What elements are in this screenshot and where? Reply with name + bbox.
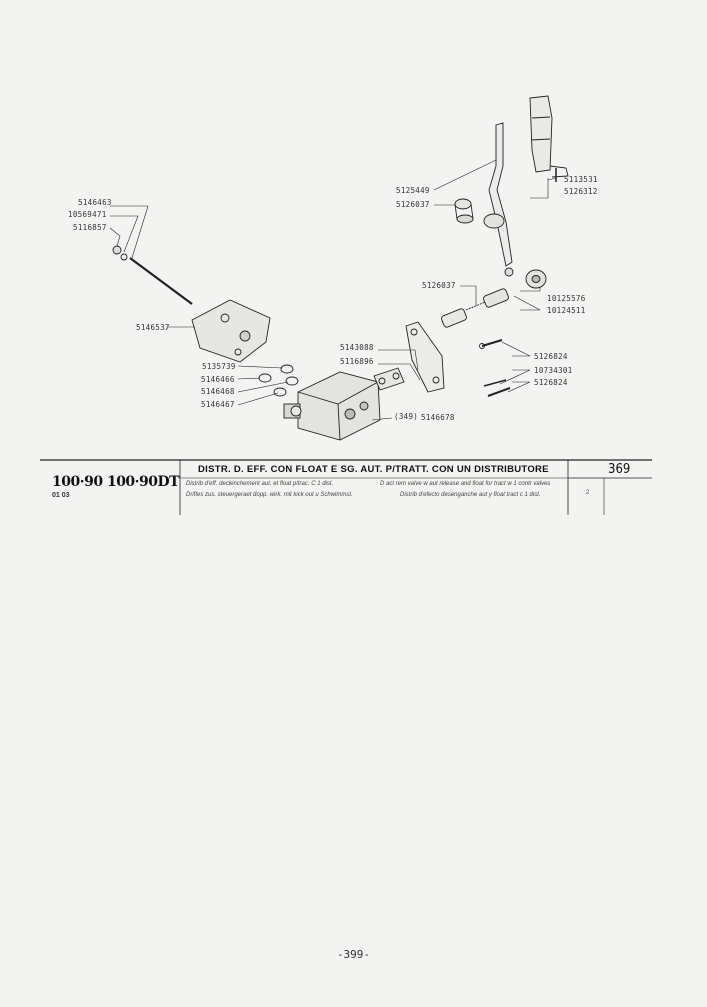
bushing-part (454, 198, 474, 224)
subtitle-french: Distrib d'eff. declenchement aut. et flo… (186, 481, 334, 487)
part-label: 5125449 (396, 186, 430, 195)
part-label: 10734301 (534, 366, 573, 375)
part-label: 5146467 (201, 400, 235, 409)
part-label: 5146468 (201, 387, 235, 396)
part-label: 5146678 (421, 413, 455, 422)
date-code: 01 03 (52, 492, 70, 499)
page-footer: -399- (336, 948, 371, 961)
lever-rod-part (483, 122, 514, 277)
part-label: 5126312 (564, 187, 598, 196)
part-label: 5143088 (340, 343, 374, 352)
catalog-page-number: 369 (608, 462, 631, 477)
part-label: 5126037 (396, 200, 430, 209)
valve-body-part (283, 371, 381, 441)
sheet-number: 2 (586, 490, 590, 496)
bracket-plate-part (191, 299, 271, 363)
subtitle-spanish: Distrib d'efecto desenganche aut y float… (400, 492, 541, 498)
pin-assembly-part (441, 269, 547, 328)
part-label: 5116857 (73, 223, 107, 232)
part-label: 5113531 (564, 175, 598, 184)
subtitle-english: D act rem valve w aut release and float … (380, 481, 551, 487)
part-label: (349) (394, 412, 419, 421)
part-label: 5135739 (202, 362, 236, 371)
lever-arm-part (529, 95, 569, 178)
part-label: 5126037 (422, 281, 456, 290)
part-label: 5116896 (340, 357, 374, 366)
model-names: 100·90 100·90DT (52, 474, 180, 490)
part-label: 10124511 (547, 306, 586, 315)
part-label: 10125576 (547, 294, 586, 303)
part-label: 5126824 (534, 352, 568, 361)
title-block: 100·90 100·90DT 01 03 DISTR. D. EFF. CON… (40, 459, 652, 515)
part-label: 5146466 (201, 375, 235, 384)
leader-lines (109, 159, 557, 421)
part-label: 5126824 (534, 378, 568, 387)
part-label: 5146537 (136, 323, 170, 332)
subtitle-german: Driftes zus. steuergeraet dopp. wirk. mi… (186, 492, 353, 498)
title-block-frame (40, 459, 652, 515)
part-label: 5146463 (78, 198, 112, 207)
small-pin-parts (479, 168, 557, 397)
part-label: 10569471 (68, 210, 107, 219)
washer-parts (258, 364, 299, 397)
lever-plate-parts (373, 321, 445, 393)
page-title: DISTR. D. EFF. CON FLOAT E SG. AUT. P/TR… (198, 464, 549, 475)
long-rod-part (112, 245, 193, 305)
exploded-parts-diagram (109, 95, 569, 441)
